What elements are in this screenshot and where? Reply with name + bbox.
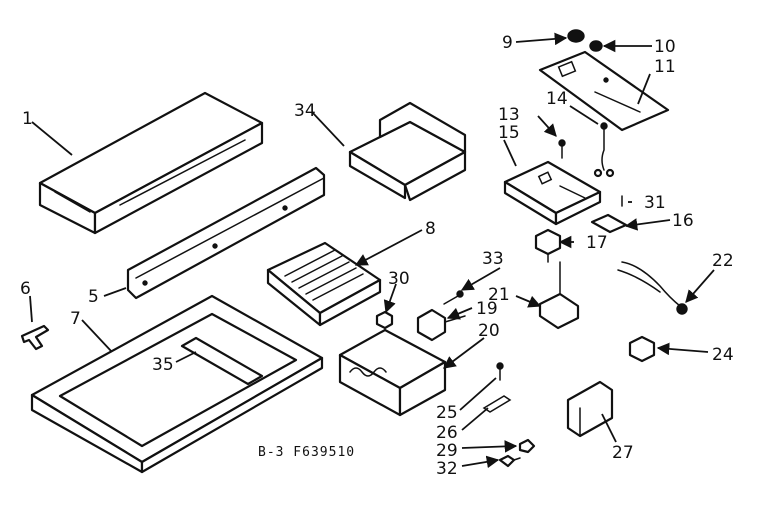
callout-6: 6 bbox=[20, 279, 31, 299]
callout-30: 30 bbox=[388, 269, 410, 289]
part-32-screw bbox=[498, 454, 521, 468]
callout-5: 5 bbox=[88, 287, 99, 307]
part-11-control-plate bbox=[538, 50, 670, 132]
part-30-nut bbox=[375, 310, 394, 330]
part-29-fastener bbox=[518, 438, 536, 454]
callout-19: 19 bbox=[476, 299, 498, 319]
callout-24: 24 bbox=[712, 345, 734, 365]
callout-7: 7 bbox=[70, 309, 81, 329]
part-21-connector bbox=[538, 261, 580, 330]
part-33-screw bbox=[443, 290, 464, 305]
callout-27: 27 bbox=[612, 443, 634, 463]
callout-31: 31 bbox=[644, 193, 666, 213]
callout-22: 22 bbox=[712, 251, 734, 271]
part-15-control-box bbox=[503, 160, 602, 226]
part-13-screw bbox=[558, 139, 566, 159]
callout-34: 34 bbox=[294, 101, 316, 121]
part-25-screw bbox=[496, 362, 504, 381]
callout-8: 8 bbox=[425, 219, 436, 239]
part-35-crossbar bbox=[180, 336, 264, 386]
part-10-knob bbox=[589, 40, 603, 52]
part-22-power-cord bbox=[617, 261, 688, 315]
callout-10: 10 bbox=[654, 37, 676, 57]
part-6-bracket bbox=[20, 324, 50, 351]
callout-25: 25 bbox=[436, 403, 458, 423]
part-20-box-housing bbox=[338, 328, 447, 417]
callout-32: 32 bbox=[436, 459, 458, 479]
callout-21: 21 bbox=[488, 285, 510, 305]
diagram-caption: B-3 F639510 bbox=[258, 445, 355, 460]
part-27-angle-bracket bbox=[566, 380, 614, 438]
callout-17: 17 bbox=[586, 233, 608, 253]
part-8-grille bbox=[266, 241, 382, 327]
callout-29: 29 bbox=[436, 441, 458, 461]
callout-1: 1 bbox=[22, 109, 33, 129]
part-17-switch bbox=[534, 228, 562, 263]
part-7-frame bbox=[30, 294, 324, 474]
part-16-small-plate bbox=[590, 213, 628, 234]
callout-11: 11 bbox=[654, 57, 676, 77]
leader-lines bbox=[29, 32, 715, 469]
part-24-block bbox=[628, 335, 656, 363]
part-9-knob bbox=[567, 29, 585, 43]
part-5-rail bbox=[126, 166, 326, 300]
part-1-cover-panel bbox=[38, 91, 264, 235]
part-14-lamp-wire bbox=[593, 122, 615, 178]
callout-9: 9 bbox=[502, 33, 513, 53]
callout-16: 16 bbox=[672, 211, 694, 231]
callout-35: 35 bbox=[152, 355, 174, 375]
callout-33: 33 bbox=[482, 249, 504, 269]
callout-13: 13 bbox=[498, 105, 520, 125]
callout-15: 15 bbox=[498, 123, 520, 143]
callout-14: 14 bbox=[546, 89, 568, 109]
callout-20: 20 bbox=[478, 321, 500, 341]
part-26-clip bbox=[482, 395, 512, 413]
callout-labels: 1 5 6 7 8 9 10 11 13 14 15 16 17 19 20 2… bbox=[20, 33, 734, 479]
callout-26: 26 bbox=[436, 423, 458, 443]
part-34-shelf-bracket bbox=[348, 101, 467, 202]
